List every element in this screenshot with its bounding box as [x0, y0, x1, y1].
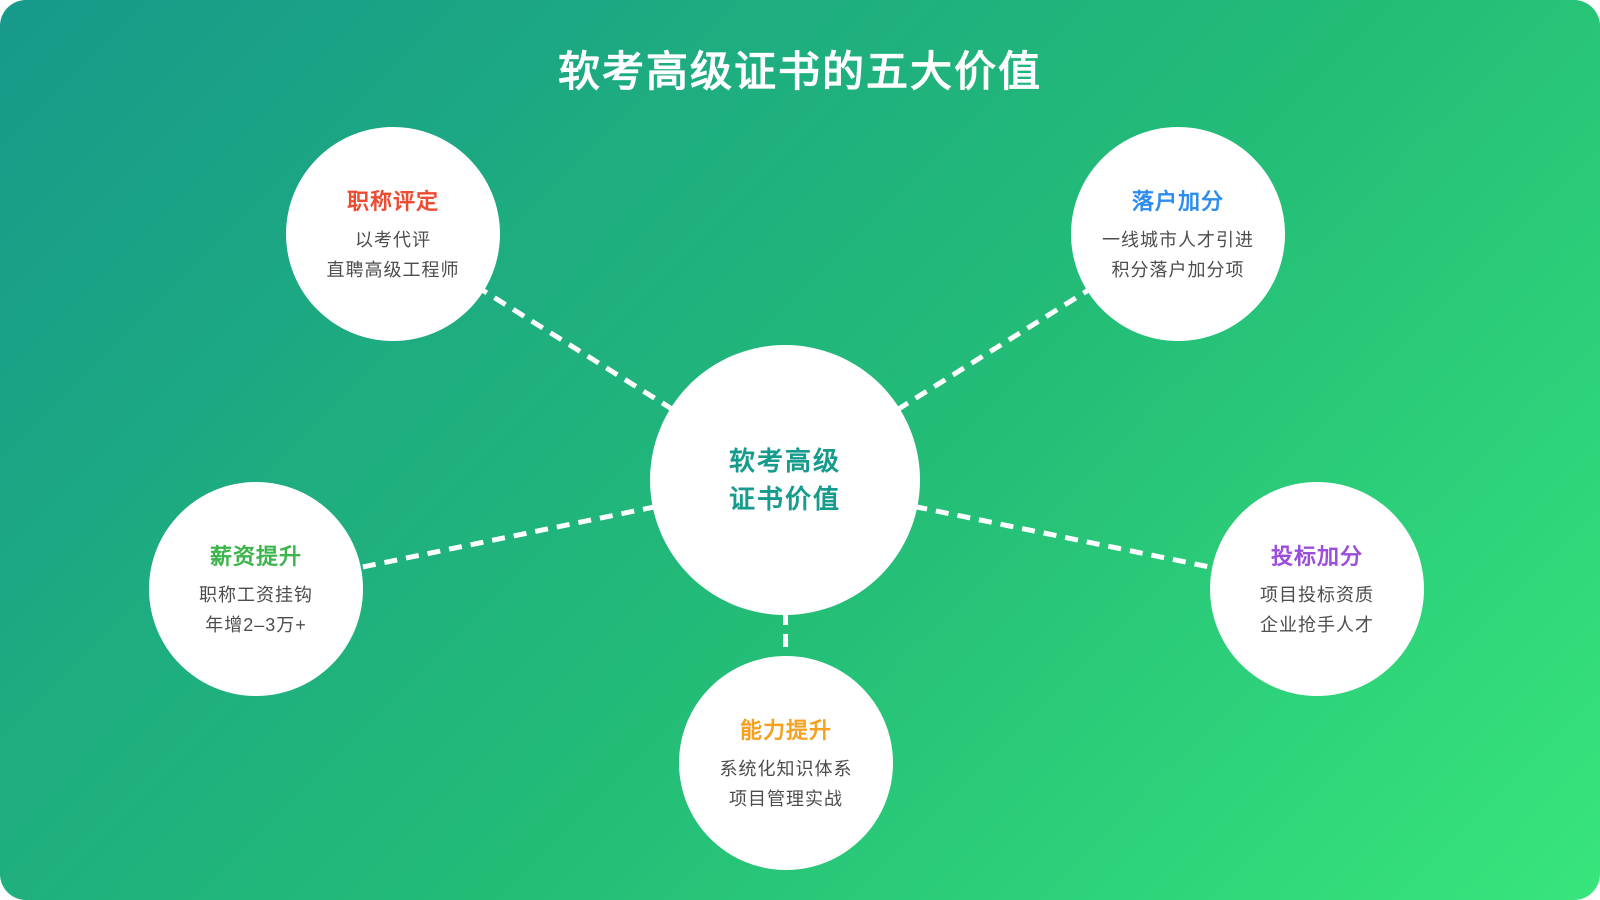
node-settlement-points-line2: 积分落户加分项 — [1111, 259, 1245, 280]
node-bidding-points-line2: 企业抢手人才 — [1260, 614, 1374, 635]
node-ability-improvement-line1: 系统化知识体系 — [719, 758, 853, 779]
node-salary-increase-title: 薪资提升 — [209, 543, 302, 569]
node-bidding-points-line1: 项目投标资质 — [1260, 584, 1374, 605]
node-title-evaluation-line2: 直聘高级工程师 — [326, 259, 460, 280]
node-ability-improvement-title: 能力提升 — [739, 717, 832, 743]
node-title-evaluation-line1: 以考代评 — [355, 229, 431, 250]
node-title-evaluation: 职称评定 以考代评 直聘高级工程师 — [286, 127, 500, 341]
node-ability-improvement-line2: 项目管理实战 — [729, 788, 843, 809]
node-salary-increase-line1: 职称工资挂钩 — [199, 584, 313, 605]
node-settlement-points-title: 落户加分 — [1131, 188, 1224, 214]
node-settlement-points-line1: 一线城市人才引进 — [1102, 229, 1254, 250]
center-node: 软考高级 证书价值 — [650, 345, 920, 615]
node-bidding-points: 投标加分 项目投标资质 企业抢手人才 — [1210, 482, 1424, 696]
center-node-line1: 软考高级 — [728, 446, 841, 476]
page-title: 软考高级证书的五大价值 — [557, 48, 1042, 95]
node-salary-increase: 薪资提升 职称工资挂钩 年增2–3万+ — [149, 482, 363, 696]
node-title-evaluation-title: 职称评定 — [346, 188, 439, 214]
node-salary-increase-line2: 年增2–3万+ — [205, 614, 307, 635]
center-node-line2: 证书价值 — [728, 484, 841, 514]
node-bidding-points-title: 投标加分 — [1270, 543, 1363, 569]
node-ability-improvement: 能力提升 系统化知识体系 项目管理实战 — [679, 656, 893, 870]
node-settlement-points: 落户加分 一线城市人才引进 积分落户加分项 — [1071, 127, 1285, 341]
